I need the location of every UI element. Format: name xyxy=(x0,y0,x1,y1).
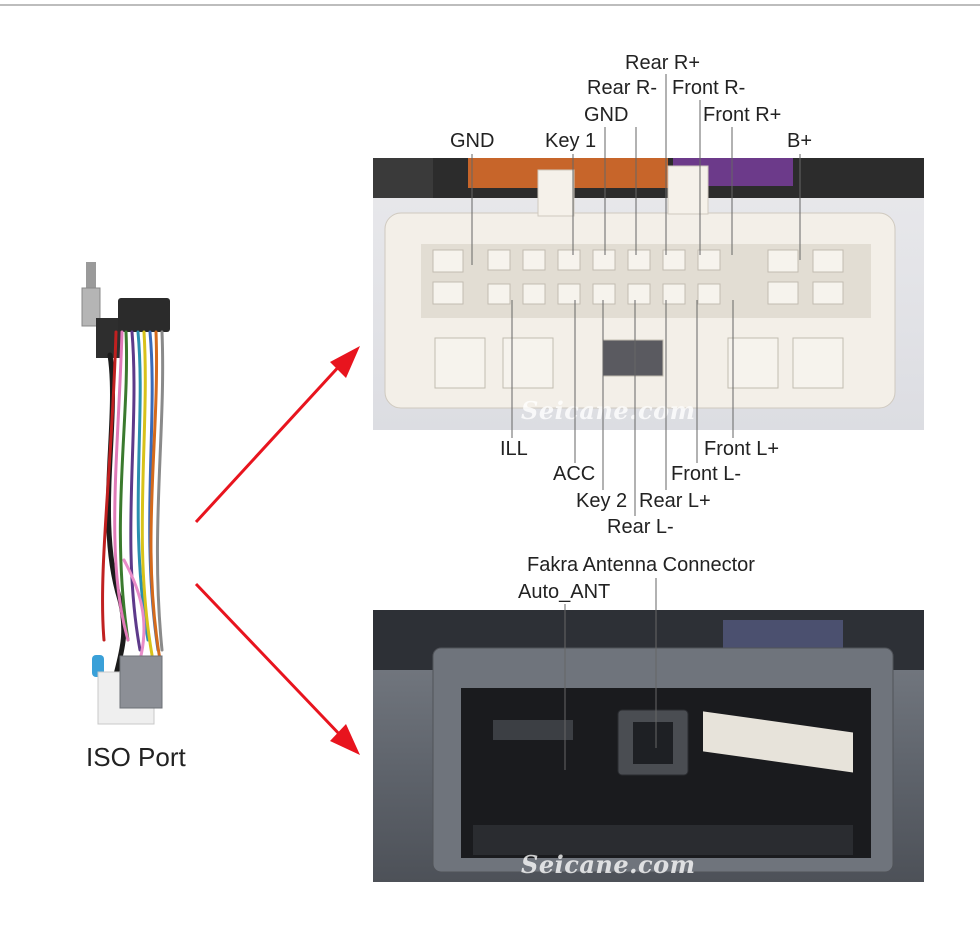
pin-label-front-l-plus: Front L+ xyxy=(704,438,780,460)
pin-label-rear-r-minus: Rear R- xyxy=(587,77,658,99)
watermark: Seicane.com xyxy=(521,850,696,879)
red-arrow-icon xyxy=(330,724,360,755)
pin-label-ill: ILL xyxy=(500,438,528,460)
pin-label-b-plus: B+ xyxy=(787,130,813,152)
pin-label-front-l-minus: Front L- xyxy=(671,463,742,485)
iso-connector-photo: Seicane.com xyxy=(373,158,924,430)
pin-label-front-r-minus: Front R- xyxy=(672,77,746,99)
antenna-label-auto-ant: Auto_ANT xyxy=(518,581,611,603)
pin-label-key-2: Key 2 xyxy=(576,490,628,512)
pin-label-acc: ACC xyxy=(553,463,596,485)
pin-label-rear-r-plus: Rear R+ xyxy=(625,52,701,74)
pin-label-gnd-outer: GND xyxy=(450,130,495,152)
iso-port-label: ISO Port xyxy=(86,742,186,772)
pin-label-key-1: Key 1 xyxy=(545,130,597,152)
pin-label-rear-l-minus: Rear L- xyxy=(607,516,674,538)
red-arrow-icon xyxy=(330,346,360,378)
antenna-label-fakra: Fakra Antenna Connector xyxy=(527,554,755,576)
pin-label-front-r-plus: Front R+ xyxy=(703,104,782,126)
top-divider xyxy=(0,4,980,6)
pin-label-rear-l-plus: Rear L+ xyxy=(639,490,711,512)
fakra-antenna-photo: Seicane.com xyxy=(373,610,924,882)
pin-label-gnd-inner: GND xyxy=(584,104,629,126)
